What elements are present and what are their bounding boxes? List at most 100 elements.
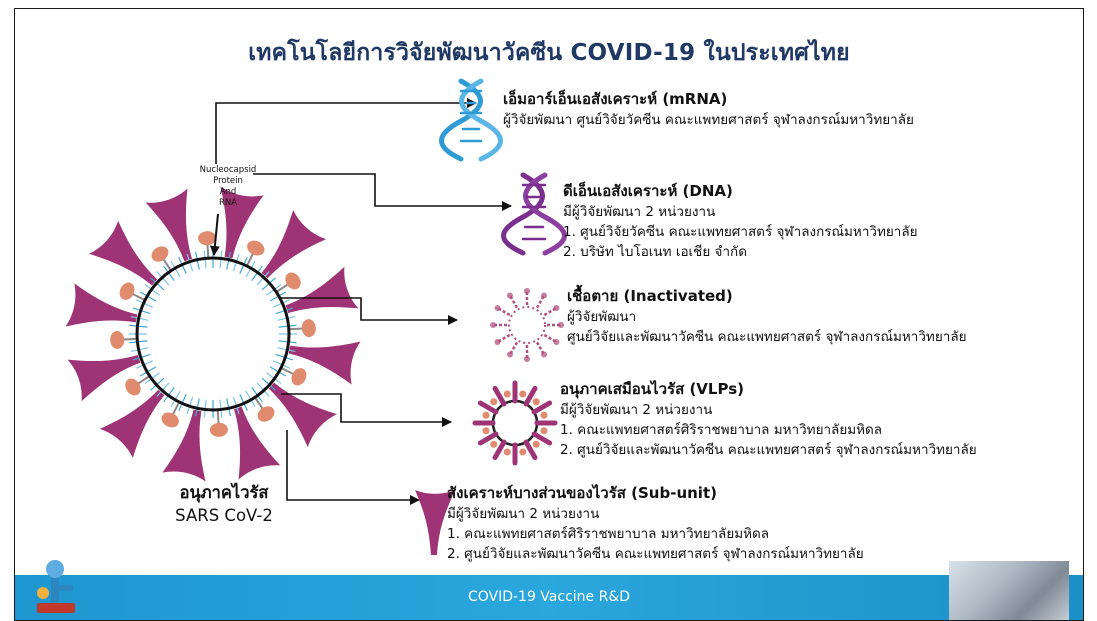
arrow-to-subunit [286, 430, 420, 505]
dna-helix-icon [501, 172, 567, 256]
tech-line: มีผู้วิจัยพัฒนา 2 หน่วยงาน [447, 506, 600, 522]
envelope-knob [119, 282, 146, 302]
tech-entry-dna: ดีเอ็นเอสังเคราะห์ (DNA) มีผู้วิจัยพัฒนา… [563, 181, 918, 262]
tech-entry-inactivated: เชื้อตาย (Inactivated) ผู้วิจัยพัฒนา ศูน… [567, 286, 967, 347]
inactivated-virus-icon [490, 288, 564, 362]
vlp-knob [503, 390, 511, 398]
vlp-spike [492, 439, 507, 461]
arrow-to-vlp [281, 393, 452, 427]
spike [268, 382, 337, 448]
arrow-to-inactivated [279, 297, 458, 325]
virus-label: อนุภาคไวรัส SARS CoV-2 [139, 481, 309, 527]
tech-line: 2. บริษัท ไบโอเนท เอเชีย จำกัด [563, 244, 747, 260]
spike [145, 188, 192, 262]
inactivated-spike-tip [494, 339, 501, 345]
inactivated-spike-tip [553, 339, 560, 345]
nucleocapsid-label-line: And [219, 187, 237, 197]
lab-photo [949, 561, 1069, 620]
inactivated-spike-tip [558, 322, 564, 328]
inactivated-spike-tip [490, 322, 496, 328]
slide-title: เทคโนโลยีการวิจัยพัฒนาวัคซีน COVID-19 ใน… [248, 40, 850, 66]
tech-line: ผู้วิจัยพัฒนา [567, 309, 637, 325]
tech-line: 1. ศูนย์วิจัยวัคซีน คณะแพทยศาสตร์ จุฬาลง… [563, 224, 918, 240]
virus-label-thai: อนุภาคไวรัส [179, 483, 269, 502]
spike [261, 210, 327, 279]
vlp-knob [532, 398, 540, 406]
spike [234, 406, 281, 480]
tech-heading: เชื้อตาย (Inactivated) [567, 287, 733, 305]
nucleocapsid-arrow [209, 213, 220, 256]
microscope-logo-icon [37, 560, 75, 613]
inactivated-spike-tip [524, 288, 530, 294]
vlp-knob [540, 411, 548, 419]
inactivated-spike-tip [553, 305, 560, 311]
nucleocapsid-label-line: Nucleocapsid [199, 165, 257, 175]
virus-envelope-proteins [110, 231, 316, 437]
nucleocapsid-label-line: RNA [218, 198, 238, 208]
footer-banner: COVID-19 Vaccine R&D [15, 560, 1083, 620]
tech-line: ศูนย์วิจัยและพัฒนาวัคซีน คณะแพทยศาสตร์ จ… [567, 329, 967, 345]
tech-heading: สังเคราะห์บางส่วนของไวรัส (Sub-unit) [447, 484, 717, 502]
inactivated-spike-tip [507, 292, 513, 299]
envelope-knob [151, 246, 172, 272]
nucleocapsid-label-line: Protein [213, 176, 243, 186]
tech-heading: อนุภาคเสมือนไวรัส (VLPs) [560, 380, 744, 398]
envelope-knob [110, 330, 138, 349]
tech-line: มีผู้วิจัยพัฒนา 2 หน่วยงาน [563, 204, 716, 220]
inactivated-spike-tip [541, 292, 547, 299]
envelope-knob [280, 366, 307, 386]
vlp-knob [503, 448, 511, 456]
spike [288, 341, 361, 385]
spike-protein-icon [415, 490, 455, 555]
spike [65, 283, 138, 327]
mrna-helix-icon [439, 78, 503, 162]
tech-line: 2. ศูนย์วิจัยและพัฒนาวัคซีน คณะแพทยศาสตร… [447, 546, 864, 562]
vlp-spike [523, 385, 538, 407]
spike [285, 266, 359, 313]
arrow-to-dna [253, 173, 512, 211]
virus-spike-proteins [65, 186, 361, 482]
vlp-knob [490, 398, 498, 406]
virus-envelope-ring [135, 256, 291, 412]
inactivated-spike-tip [541, 351, 547, 358]
inactivated-spike-tip [507, 351, 513, 358]
spike [162, 409, 206, 482]
vlp-spike [477, 400, 499, 415]
vlp-knob [519, 390, 527, 398]
nucleocapsid-label: Nucleocapsid Protein And RNA [193, 165, 263, 209]
vlp-envelope [491, 399, 539, 447]
vlp-virus-icon [472, 380, 558, 466]
tech-line: ผู้วิจัยพัฒนา ศูนย์วิจัยวัคซีน คณะแพทยศา… [503, 112, 914, 128]
tech-heading: ดีเอ็นเอสังเคราะห์ (DNA) [563, 182, 733, 200]
virus-label-english: SARS CoV-2 [175, 506, 273, 525]
vlp-knob [490, 440, 498, 448]
tech-line: 2. ศูนย์วิจัยและพัฒนาวัคซีน คณะแพทยศาสตร… [560, 442, 977, 458]
tech-line: มีผู้วิจัยพัฒนา 2 หน่วยงาน [560, 402, 713, 418]
tech-line: 1. คณะแพทยศาสตร์ศิริราชพยาบาล มหาวิทยาลั… [560, 422, 883, 438]
vlp-knob [482, 411, 490, 419]
envelope-knob [245, 240, 265, 267]
tech-entry-subunit: สังเคราะห์บางส่วนของไวรัส (Sub-unit) มีผ… [447, 483, 864, 564]
vlp-spike [531, 431, 553, 446]
envelope-knob [209, 409, 228, 437]
tech-line: 1. คณะแพทยศาสตร์ศิริราชพยาบาล มหาวิทยาลั… [447, 526, 770, 542]
footer-text: COVID-19 Vaccine R&D [467, 589, 631, 605]
spike [220, 186, 264, 259]
arrow-to-mrna [215, 98, 477, 164]
vlp-knob [540, 427, 548, 435]
tech-entry-vlp: อนุภาคเสมือนไวรัส (VLPs) มีผู้วิจัยพัฒนา… [560, 379, 977, 460]
envelope-knob [288, 319, 316, 338]
envelope-knob [275, 272, 301, 293]
inactivated-spike-tip [494, 305, 501, 311]
spike [99, 389, 165, 458]
envelope-knob [161, 401, 181, 428]
vlp-knob [532, 440, 540, 448]
inactivated-envelope [508, 306, 546, 344]
spike [67, 355, 141, 402]
spike [89, 220, 158, 286]
diagram-canvas [65, 78, 567, 555]
envelope-knob [198, 231, 217, 259]
sars-cov-2-virus-illustration [65, 186, 361, 482]
vlp-knob [482, 427, 490, 435]
envelope-knob [254, 396, 275, 422]
